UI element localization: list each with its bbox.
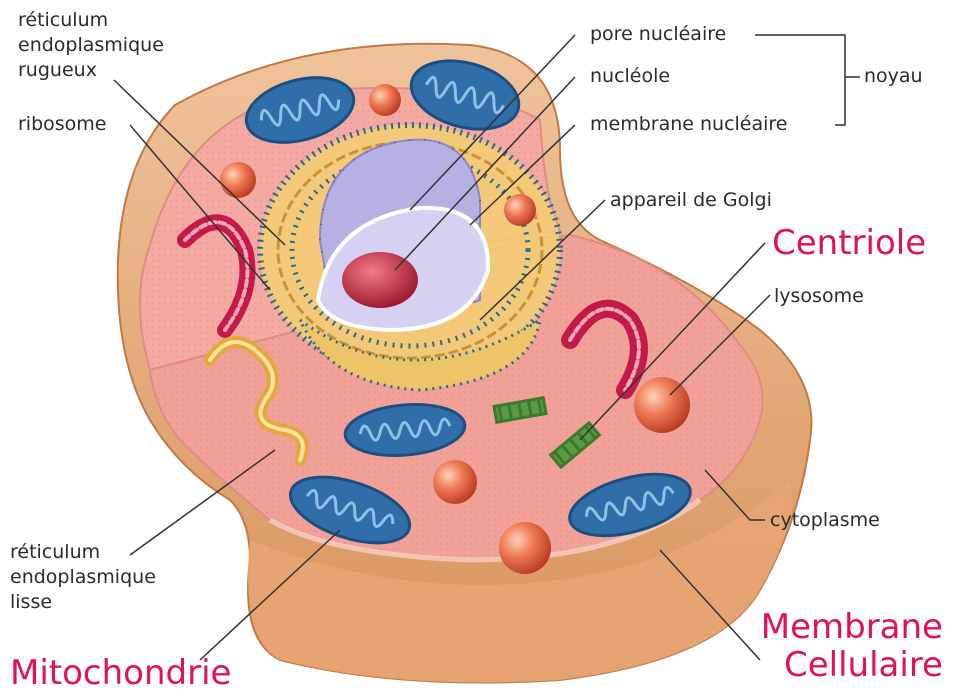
label-reticulum-lisse: réticulum endoplasmique lisse: [10, 540, 156, 615]
label-mitochondrie: Mitochondrie: [10, 654, 231, 692]
label-appareil-golgi: appareil de Golgi: [610, 188, 772, 213]
label-membrane-cellulaire-line2: Cellulaire: [784, 646, 943, 684]
label-reticulum-rugueux-line1: réticulum: [18, 8, 164, 33]
nucleolus: [342, 252, 418, 308]
label-membrane-nucleaire: membrane nucléaire: [590, 112, 788, 137]
label-ribosome: ribosome: [18, 112, 107, 137]
label-reticulum-rugueux-line3: rugueux: [18, 58, 164, 83]
label-pore-nucleaire: pore nucléaire: [590, 22, 726, 47]
label-cytoplasme: cytoplasme: [770, 508, 880, 533]
label-membrane-cellulaire: Membrane Cellulaire: [744, 608, 943, 684]
label-reticulum-lisse-line2: endoplasmique: [10, 565, 156, 590]
label-reticulum-rugueux: réticulum endoplasmique rugueux: [18, 8, 164, 83]
label-membrane-cellulaire-line1: Membrane: [744, 608, 943, 646]
nucleus: [318, 140, 488, 330]
label-reticulum-lisse-line1: réticulum: [10, 540, 156, 565]
label-centriole: Centriole: [772, 224, 926, 262]
label-nucleole: nucléole: [590, 64, 670, 89]
label-reticulum-rugueux-line2: endoplasmique: [18, 33, 164, 58]
label-noyau: noyau: [864, 64, 923, 89]
label-reticulum-lisse-line3: lisse: [10, 590, 156, 615]
label-lysosome: lysosome: [774, 284, 864, 309]
